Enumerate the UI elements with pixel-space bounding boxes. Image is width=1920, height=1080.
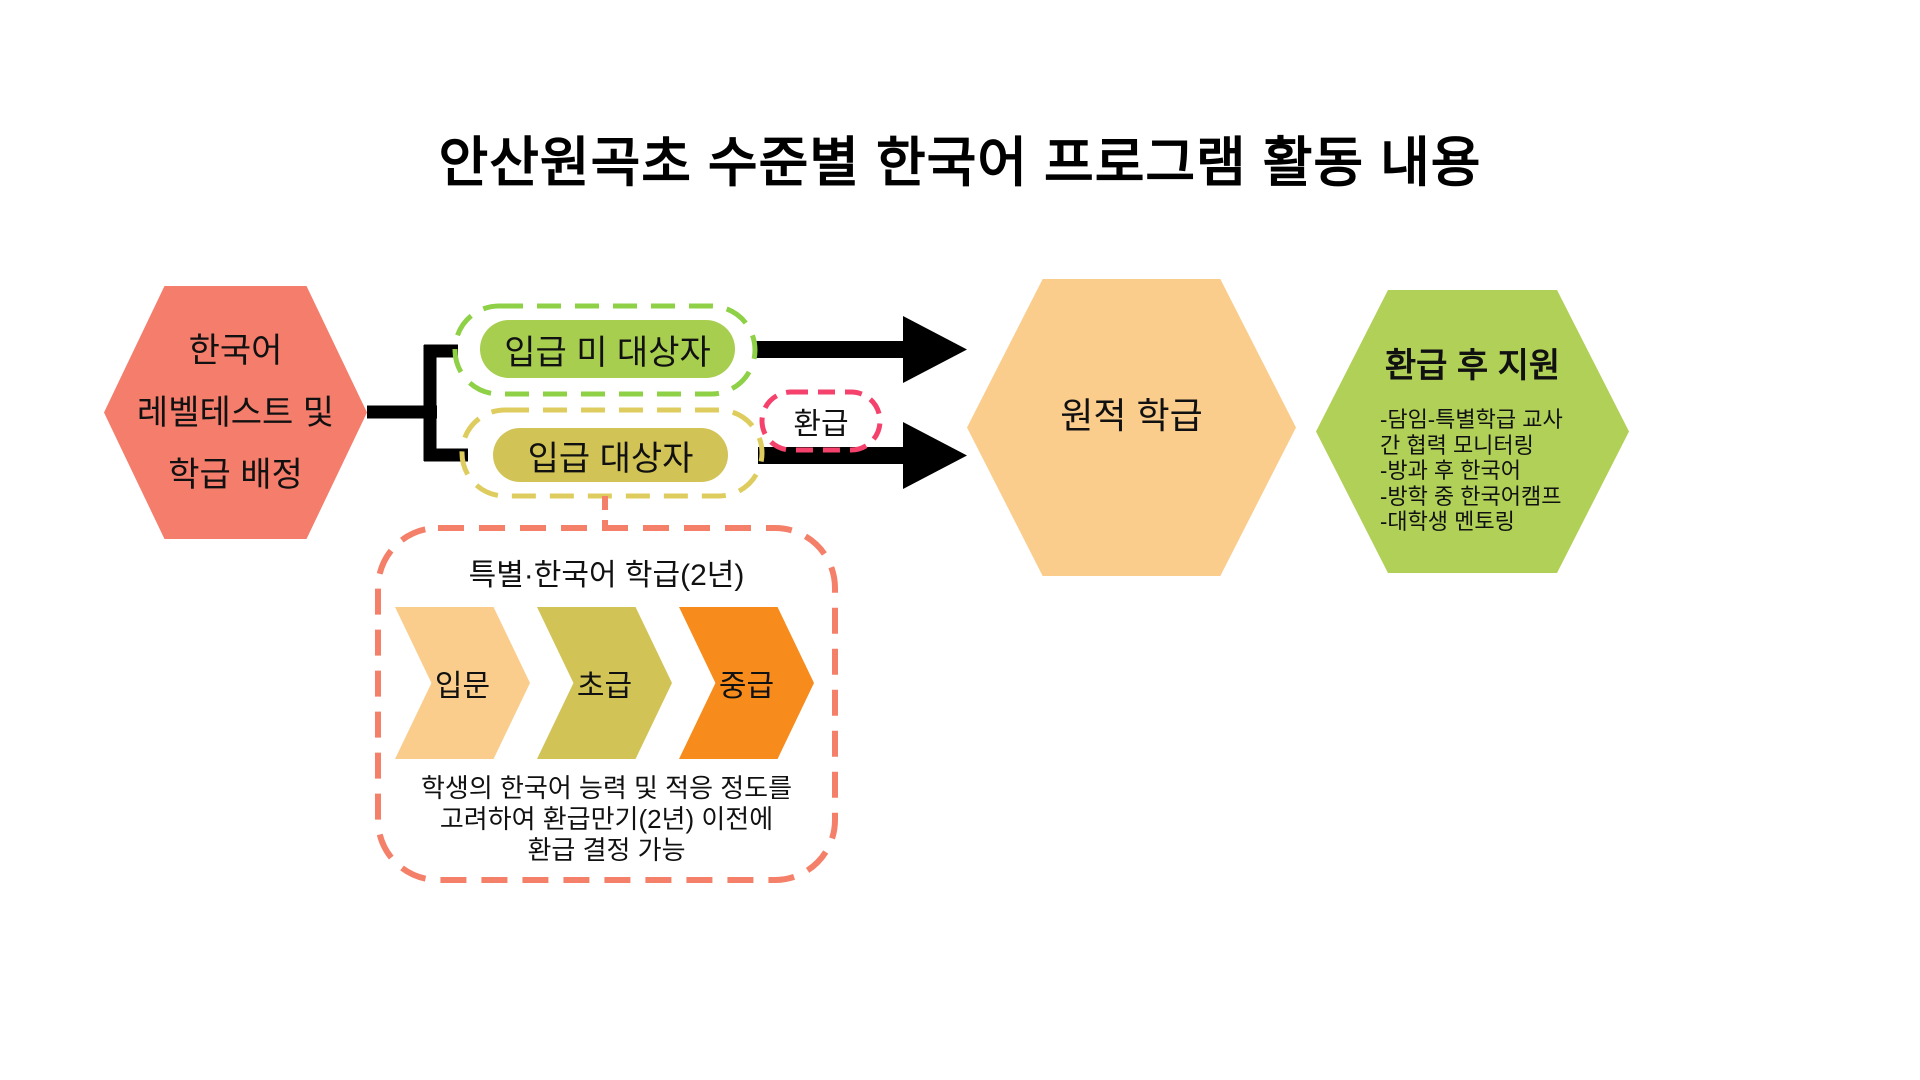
pill-target: 입급 대상자 [493,428,728,482]
special-class-title: 특별·한국어 학급(2년) [468,559,745,592]
page-title: 안산원곡초 수준별 한국어 프로그램 활동 내용 [438,133,1482,193]
level-test-hexagon: 한국어 레벨테스트 및 학급 배정 [104,286,367,539]
refund-label: 환급 [793,408,849,441]
level-test-line-3: 학급 배정 [168,455,303,494]
support-title: 환급 후 지원 [1384,347,1561,385]
level-test-line-2: 레벨테스트 및 [136,393,335,432]
level-chevron-intermediate-label: 중급 [718,670,775,703]
support-list: -담임-특별학급 교사 간 협력 모니터링 -방과 후 한국어 -방학 중 한국… [1380,407,1629,535]
special-class-note: 학생의 한국어 능력 및 적응 정도를 고려하여 환급만기(2년) 이전에 환급… [378,773,835,866]
support-item: -대학생 멘토링 [1380,509,1515,534]
pill-target-label: 입급 대상자 [527,439,694,478]
refund-badge: 환급 [762,392,880,450]
refund-dashed-outline [759,389,883,453]
pill-not-target-label: 입급 미 대상자 [504,333,711,372]
support-item: -담임-특별학급 교사 [1380,407,1563,432]
level-chevron-beginner-label: 초급 [576,670,633,703]
original-class-label: 원적 학급 [1060,394,1203,436]
level-test-line-1: 한국어 [188,331,283,370]
note-line-1: 학생의 한국어 능력 및 적응 정도를 [421,773,792,803]
target-dashed-outline [459,407,765,499]
arrow-lower [758,422,967,489]
level-chevron-intro-label: 입문 [434,670,491,703]
not-target-dashed-outline [452,303,758,397]
note-line-3: 환급 결정 가능 [527,835,686,865]
support-item: 간 협력 모니터링 [1380,432,1534,458]
original-class-hexagon: 원적 학급 [967,279,1296,576]
arrow-upper [755,316,967,383]
pill-not-target: 입급 미 대상자 [480,320,735,378]
note-line-2: 고려하여 환급만기(2년) 이전에 [439,804,774,834]
support-hexagon: 환급 후 지원 -담임-특별학급 교사 간 협력 모니터링 -방과 후 한국어 … [1316,290,1629,573]
bracket-connector [367,344,468,462]
support-item: -방과 후 한국어 [1380,458,1521,483]
support-item: -방학 중 한국어캠프 [1380,483,1562,509]
